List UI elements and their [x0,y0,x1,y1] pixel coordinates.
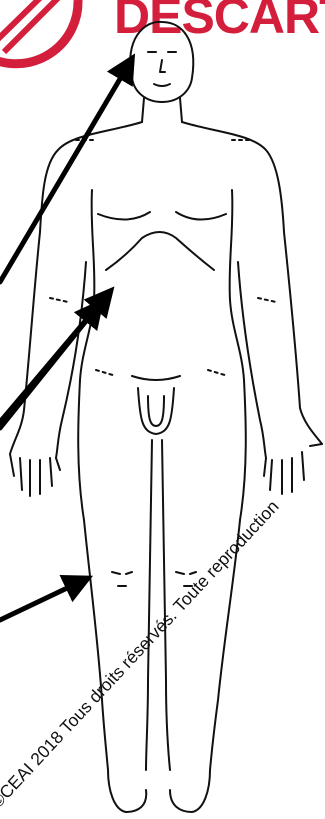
arrow-to-torso [0,306,98,428]
arrow-to-leg [0,580,84,620]
arrow-to-head [0,62,130,282]
